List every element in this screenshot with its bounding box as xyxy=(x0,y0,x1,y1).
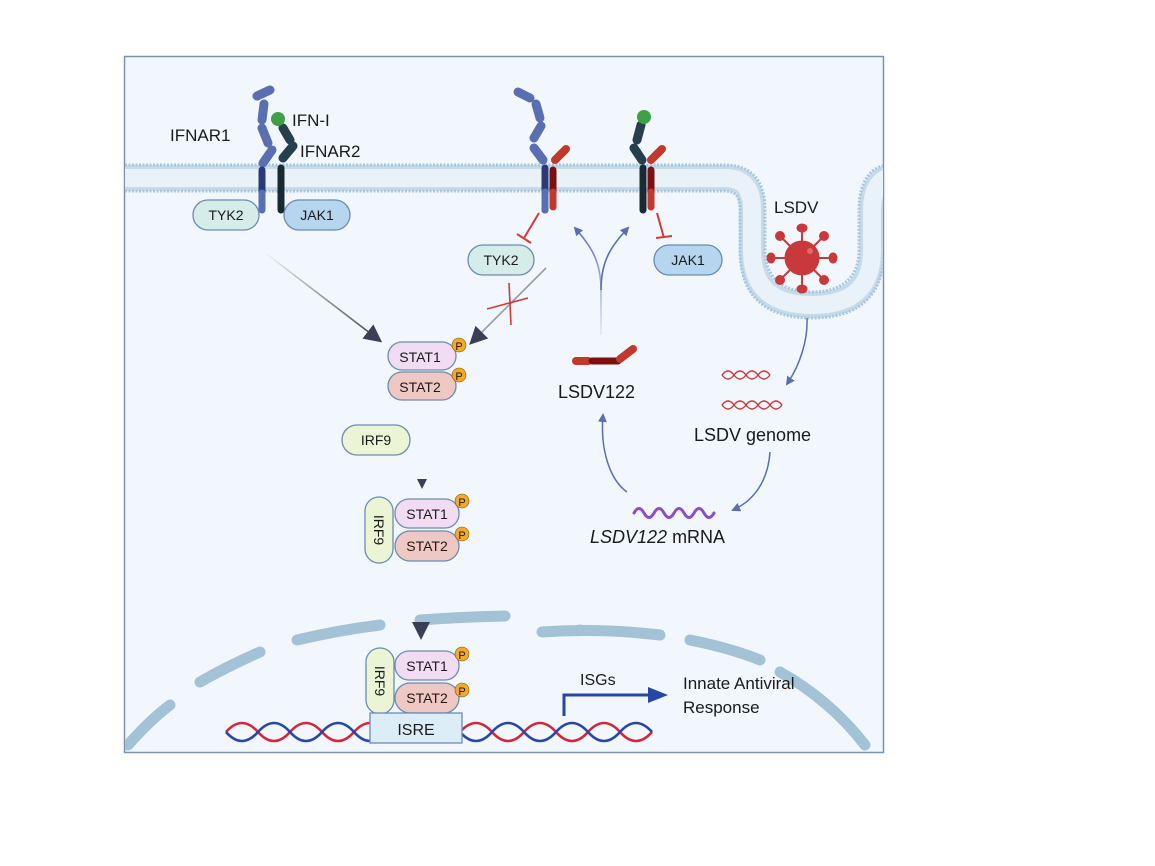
inhibition-line-jak1 xyxy=(655,212,673,239)
dna-double-helix xyxy=(225,721,653,743)
svg-text:TYK2: TYK2 xyxy=(208,207,243,223)
svg-text:P: P xyxy=(455,341,462,353)
lsdv122-protein-label: LSDV122 xyxy=(558,382,635,402)
svg-text:IRF9: IRF9 xyxy=(361,432,392,448)
lsdv122-targeting-arrows xyxy=(573,226,630,335)
inhibition-line-tyk2 xyxy=(516,212,540,244)
ifnar2-label: IFNAR2 xyxy=(300,142,360,161)
svg-text:STAT1: STAT1 xyxy=(406,506,448,522)
innate-response-label-line2: Response xyxy=(683,698,760,717)
isre-element: ISRE xyxy=(369,712,463,744)
svg-text:STAT2: STAT2 xyxy=(399,379,441,395)
svg-text:STAT2: STAT2 xyxy=(406,538,448,554)
jak1-kinase-left: JAK1 xyxy=(283,199,351,231)
lsdv122-protein-right xyxy=(647,145,666,211)
svg-text:P: P xyxy=(458,530,465,542)
jak1-kinase-inhibited: JAK1 xyxy=(653,244,723,276)
nuclear-envelope xyxy=(125,610,871,751)
tyk2-kinase-left: TYK2 xyxy=(192,199,260,231)
svg-text:TYK2: TYK2 xyxy=(483,252,518,268)
svg-text:IRF9: IRF9 xyxy=(371,515,387,546)
svg-text:P: P xyxy=(458,650,465,662)
genome-to-mrna-arrow xyxy=(731,451,771,512)
ifn-i-ligand xyxy=(271,112,285,126)
jak-to-stat-arrow xyxy=(263,251,383,343)
isgf3-complex-cytoplasm: IRF9 STAT1 P STAT2 P xyxy=(364,493,470,564)
lsdv-virus-icon xyxy=(766,223,838,294)
lsdv122-mrna-label: LSDV122 mRNA xyxy=(590,527,725,547)
lsdv122-protein-middle xyxy=(549,145,570,211)
ifnar2-receptor-left xyxy=(277,123,298,214)
transcription-arrow xyxy=(562,687,668,716)
isgs-label: ISGs xyxy=(580,672,616,689)
tyk2-kinase-inhibited: TYK2 xyxy=(467,244,535,276)
svg-text:STAT1: STAT1 xyxy=(406,658,448,674)
lsdv122-protein-icon xyxy=(572,345,637,365)
svg-text:JAK1: JAK1 xyxy=(671,252,705,268)
svg-text:STAT2: STAT2 xyxy=(406,690,448,706)
irf9-protein: IRF9 xyxy=(341,424,411,456)
ifnar1-receptor-bound-lsdv122 xyxy=(513,87,549,214)
svg-text:STAT1: STAT1 xyxy=(399,349,441,365)
ifnar1-receptor-left xyxy=(252,85,277,214)
stat-dimer-phosphorylated: STAT1 P STAT2 P xyxy=(387,337,467,401)
blocked-cross-icon xyxy=(486,282,529,326)
lsdv-genome-label: LSDV genome xyxy=(694,425,811,445)
ifnar2-receptor-bound-lsdv122 xyxy=(629,120,647,214)
lsdv-label: LSDV xyxy=(774,198,819,217)
svg-text:P: P xyxy=(458,497,465,509)
svg-text:P: P xyxy=(458,686,465,698)
svg-text:ISRE: ISRE xyxy=(397,722,434,739)
svg-text:JAK1: JAK1 xyxy=(300,207,334,223)
plasma-membrane xyxy=(125,163,883,320)
svg-text:P: P xyxy=(455,371,462,383)
lsdv-genome-icon xyxy=(721,370,783,410)
tyk2-to-stat-arrow-blocked xyxy=(469,267,547,345)
lsdv122-mrna-icon xyxy=(632,507,716,519)
ifnar1-label: IFNAR1 xyxy=(170,126,230,145)
svg-text:IRF9: IRF9 xyxy=(372,666,388,697)
virus-to-genome-arrow xyxy=(785,317,808,386)
ifn-i-ligand-right xyxy=(637,110,651,124)
mrna-to-protein-arrow xyxy=(597,413,628,493)
innate-response-label-line1: Innate Antiviral xyxy=(683,674,795,693)
ifn-i-label: IFN-I xyxy=(292,111,330,130)
